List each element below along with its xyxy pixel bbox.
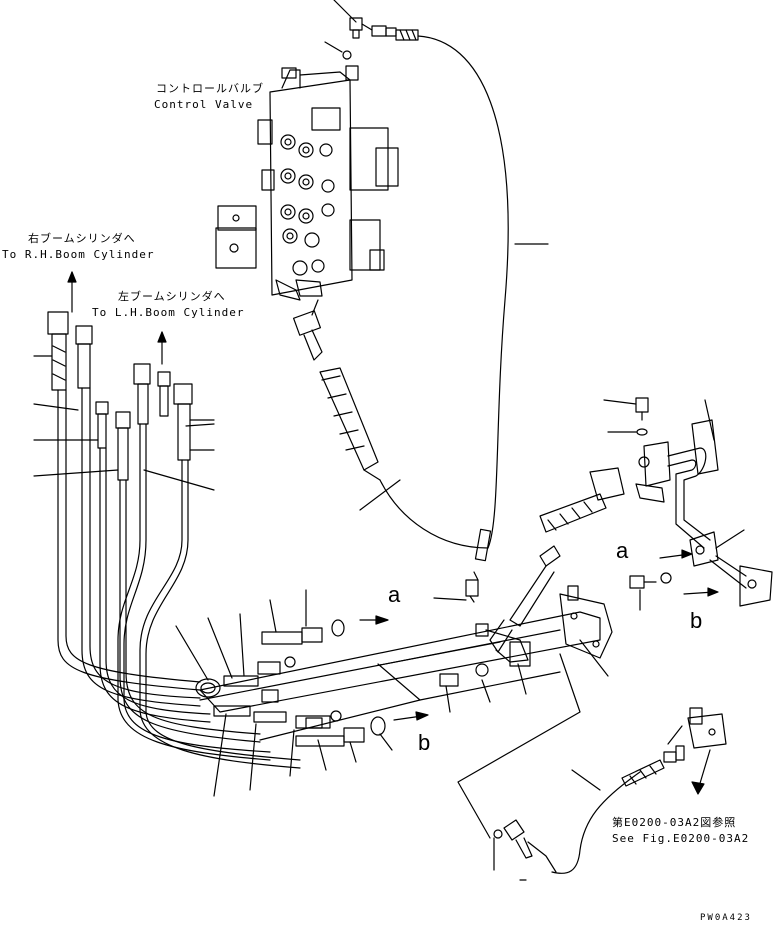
drawing-code: PW0A423 <box>700 913 752 923</box>
center-fittings <box>433 528 613 713</box>
frame-leaders <box>175 589 429 797</box>
bent-tube-bundle <box>57 387 301 769</box>
control-valve-block <box>215 65 399 301</box>
rh-boom-label-jp: 右ブームシリンダへ <box>28 232 136 245</box>
lh-boom-label-en: To L.H.Boom Cylinder <box>92 306 245 319</box>
top-fittings <box>324 0 419 60</box>
marker-b-right: b <box>690 608 703 633</box>
misc-leaders <box>185 423 215 427</box>
valve-outlet-fitting <box>292 299 489 549</box>
marker-a-left: a <box>388 582 401 607</box>
reference-label-jp: 第E0200-03A2図参照 <box>612 816 737 829</box>
marker-b-left: b <box>418 730 431 755</box>
lower-hose <box>457 653 727 881</box>
right-bracket <box>539 397 773 611</box>
rh-boom-label-en: To R.H.Boom Cylinder <box>2 248 155 261</box>
lh-boom-label-jp: 左ブームシリンダへ <box>118 290 226 303</box>
control-valve-label-jp: コントロールバルブ <box>156 82 264 95</box>
frame-tubes <box>199 611 601 741</box>
left-tube-group <box>33 271 215 491</box>
reference-label-en: See Fig.E0200-03A2 <box>612 832 750 845</box>
marker-a-right: a <box>616 538 629 563</box>
control-valve-label-en: Control Valve <box>154 98 254 111</box>
long-hose <box>417 35 509 549</box>
